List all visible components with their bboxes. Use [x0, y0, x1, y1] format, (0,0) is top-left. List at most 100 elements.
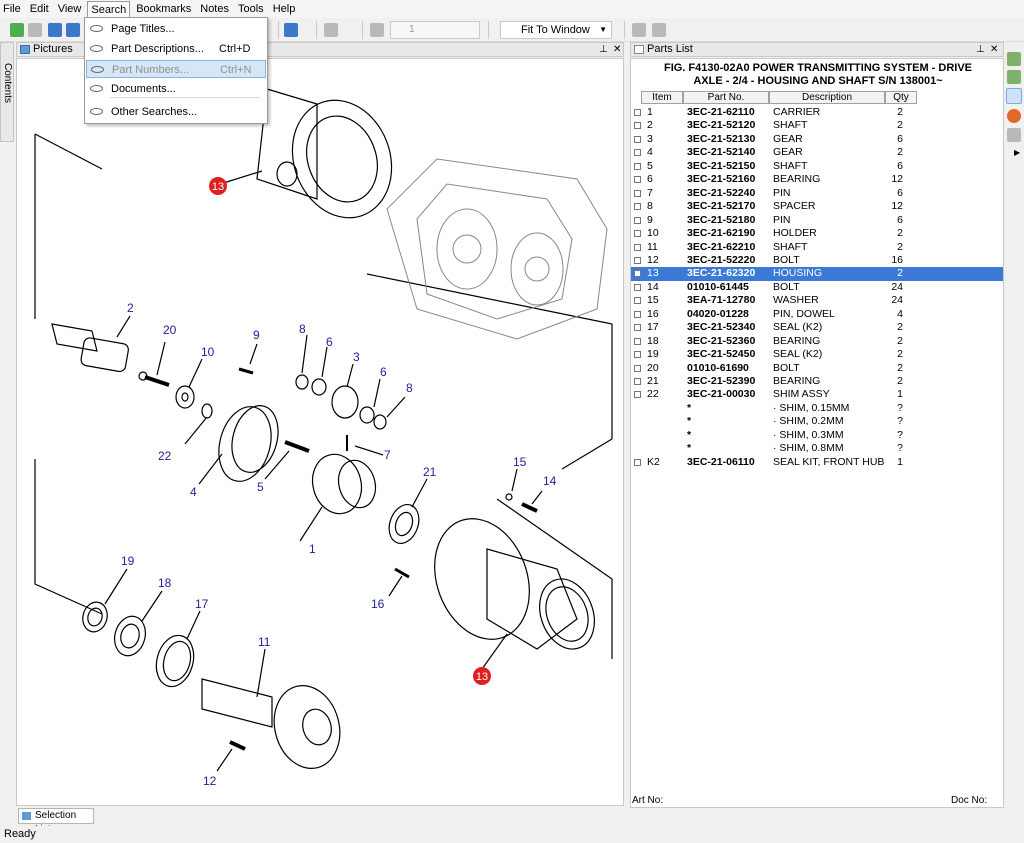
table-row[interactable]: *· SHIM, 0.8MM? [631, 442, 1003, 456]
menu-edit[interactable]: Edit [29, 3, 49, 15]
row-checkbox[interactable] [634, 351, 641, 359]
row-checkbox[interactable] [634, 189, 641, 197]
menu-notes[interactable]: Notes [200, 3, 229, 15]
row-checkbox[interactable] [634, 297, 641, 305]
table-row[interactable]: *· SHIM, 0.3MM? [631, 429, 1003, 443]
callout-3[interactable]: 3 [353, 350, 360, 364]
pictures-canvas[interactable]: 1 2 3 4 5 6 6 7 8 8 9 10 11 12 14 15 16 … [16, 58, 624, 806]
close-icon[interactable]: ✕ [990, 44, 999, 55]
menu-view[interactable]: View [57, 3, 82, 15]
red-marker-13b[interactable] [473, 667, 491, 685]
col-part-no[interactable]: Part No. [683, 91, 769, 104]
callout-2[interactable]: 2 [127, 301, 134, 315]
row-checkbox[interactable] [634, 310, 641, 318]
callout-11[interactable]: 11 [258, 635, 271, 649]
menu-part-descriptions[interactable]: Part Descriptions...Ctrl+D [86, 40, 266, 58]
callout-8b[interactable]: 8 [406, 381, 413, 395]
table-row[interactable]: *· SHIM, 0.15MM? [631, 402, 1003, 416]
row-checkbox[interactable] [634, 243, 641, 251]
row-checkbox[interactable] [634, 256, 641, 264]
callout-16[interactable]: 16 [371, 597, 385, 611]
row-checkbox[interactable] [634, 364, 641, 372]
callout-9[interactable]: 9 [253, 328, 260, 342]
menu-page-titles[interactable]: Page Titles... [86, 20, 266, 38]
callout-20[interactable]: 20 [163, 323, 177, 337]
close-icon[interactable]: ✕ [613, 44, 622, 55]
callout-7[interactable]: 7 [384, 448, 391, 462]
col-qty[interactable]: Qty [885, 91, 917, 104]
callout-14[interactable]: 14 [543, 474, 557, 488]
page-number-input[interactable]: 1 [390, 21, 480, 39]
toc-tab[interactable]: Table Of Contents [0, 42, 24, 142]
row-checkbox[interactable] [634, 109, 641, 116]
row-checkbox[interactable] [634, 216, 641, 224]
callout-22[interactable]: 22 [158, 449, 172, 463]
fit-select[interactable]: Fit To Window ▼ [500, 21, 612, 39]
menu-help[interactable]: Help [272, 3, 296, 15]
back-icon[interactable] [10, 23, 24, 37]
row-checkbox[interactable] [634, 283, 641, 291]
row-checkbox[interactable] [634, 122, 641, 130]
list-icon[interactable] [1007, 128, 1021, 142]
menu-part-numbers[interactable]: Part Numbers...Ctrl+N [86, 60, 266, 78]
sync-icon[interactable] [66, 23, 80, 37]
callout-6b[interactable]: 6 [380, 365, 387, 379]
page-nav-icon[interactable] [370, 23, 384, 37]
home-icon[interactable] [48, 23, 62, 37]
row-checkbox[interactable] [634, 337, 641, 345]
callout-17[interactable]: 17 [195, 597, 209, 611]
callout-21[interactable]: 21 [423, 465, 437, 479]
selection-list-tab[interactable]: Selection List [18, 808, 94, 835]
row-checkbox[interactable] [634, 176, 641, 184]
pin-icon[interactable]: ⊥ [976, 44, 985, 55]
callout-1[interactable]: 1 [309, 542, 316, 556]
callout-18[interactable]: 18 [158, 576, 172, 590]
bookmark-icon[interactable] [284, 23, 298, 37]
col-description[interactable]: Description [769, 91, 885, 104]
col-item[interactable]: Item [641, 91, 683, 104]
row-checkbox[interactable] [634, 458, 641, 466]
row-checkbox[interactable] [634, 149, 641, 157]
print-icon[interactable] [324, 23, 338, 37]
row-checkbox[interactable] [634, 324, 641, 332]
add-note-icon[interactable] [1007, 52, 1021, 66]
menu-other-searches[interactable]: Other Searches... [86, 103, 266, 121]
chevron-right-icon[interactable]: ▶ [1014, 148, 1021, 157]
forward-icon[interactable] [28, 23, 42, 37]
callout-12[interactable]: 12 [203, 774, 217, 788]
red-marker-13a[interactable] [209, 177, 227, 195]
row-checkbox[interactable] [634, 391, 641, 399]
menu-file[interactable]: File [3, 3, 21, 15]
menu-documents[interactable]: Documents... [86, 80, 266, 98]
zoom-icon[interactable] [632, 23, 646, 37]
callout-8a[interactable]: 8 [299, 322, 306, 336]
row-checkbox[interactable] [634, 135, 641, 143]
table-row[interactable]: *· SHIM, 0.2MM? [631, 415, 1003, 429]
parts-list-toggle-icon[interactable] [1006, 88, 1022, 104]
callout-10[interactable]: 10 [201, 345, 215, 359]
callout-6a[interactable]: 6 [326, 335, 333, 349]
menu-tools[interactable]: Tools [238, 3, 264, 15]
row-checkbox[interactable] [634, 378, 641, 385]
menu-bookmarks[interactable]: Bookmarks [136, 3, 192, 15]
pan-icon[interactable] [652, 23, 666, 37]
